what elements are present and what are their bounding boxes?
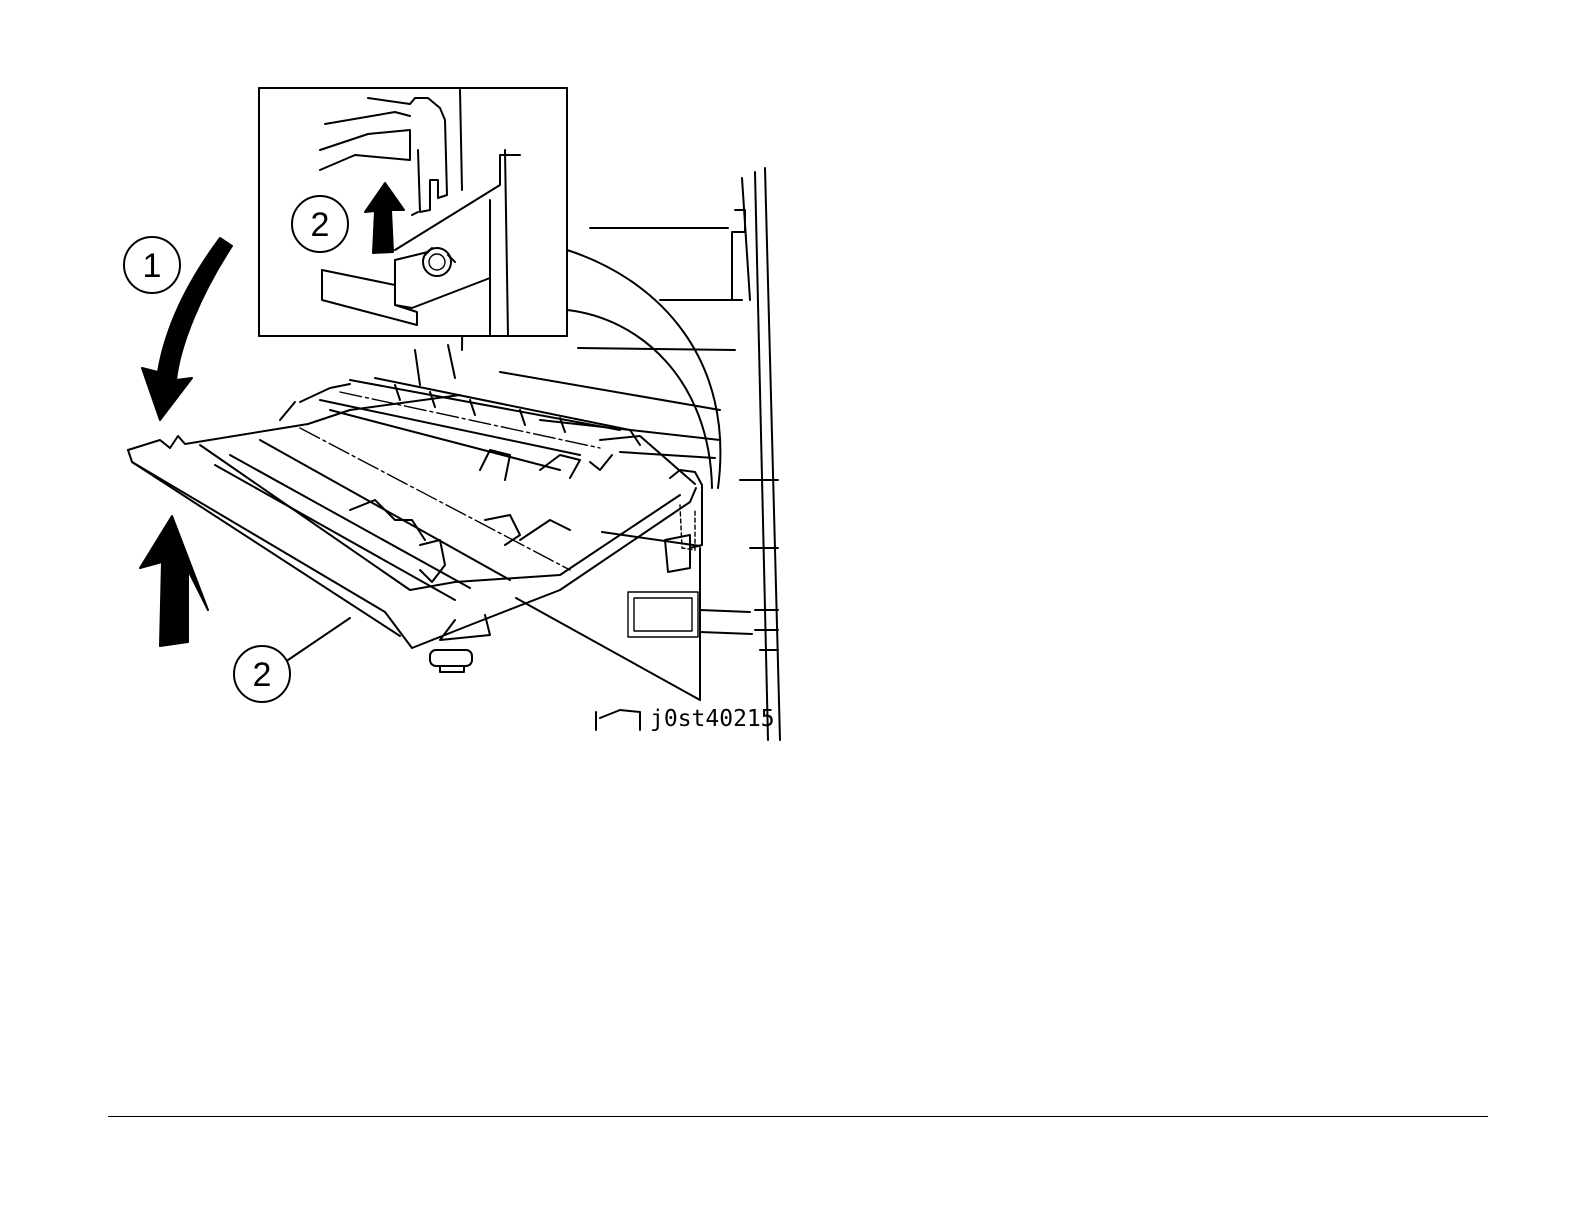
callout-step-1-label: 1 xyxy=(143,247,162,285)
callout-step-2-inset: 2 xyxy=(292,196,348,252)
open-tray xyxy=(128,378,702,730)
callout-step-1: 1 xyxy=(124,237,180,293)
callout-step-2-inset-label: 2 xyxy=(311,206,330,244)
callout-step-2-label: 2 xyxy=(253,656,272,694)
inset-leader xyxy=(567,250,720,488)
inset-leader-outer xyxy=(567,310,712,488)
footer-divider xyxy=(108,1116,1488,1117)
arrow-up-icon xyxy=(140,516,208,646)
callout-step-2: 2 xyxy=(234,618,350,702)
figure-id-label: j0st40215 xyxy=(650,706,775,732)
